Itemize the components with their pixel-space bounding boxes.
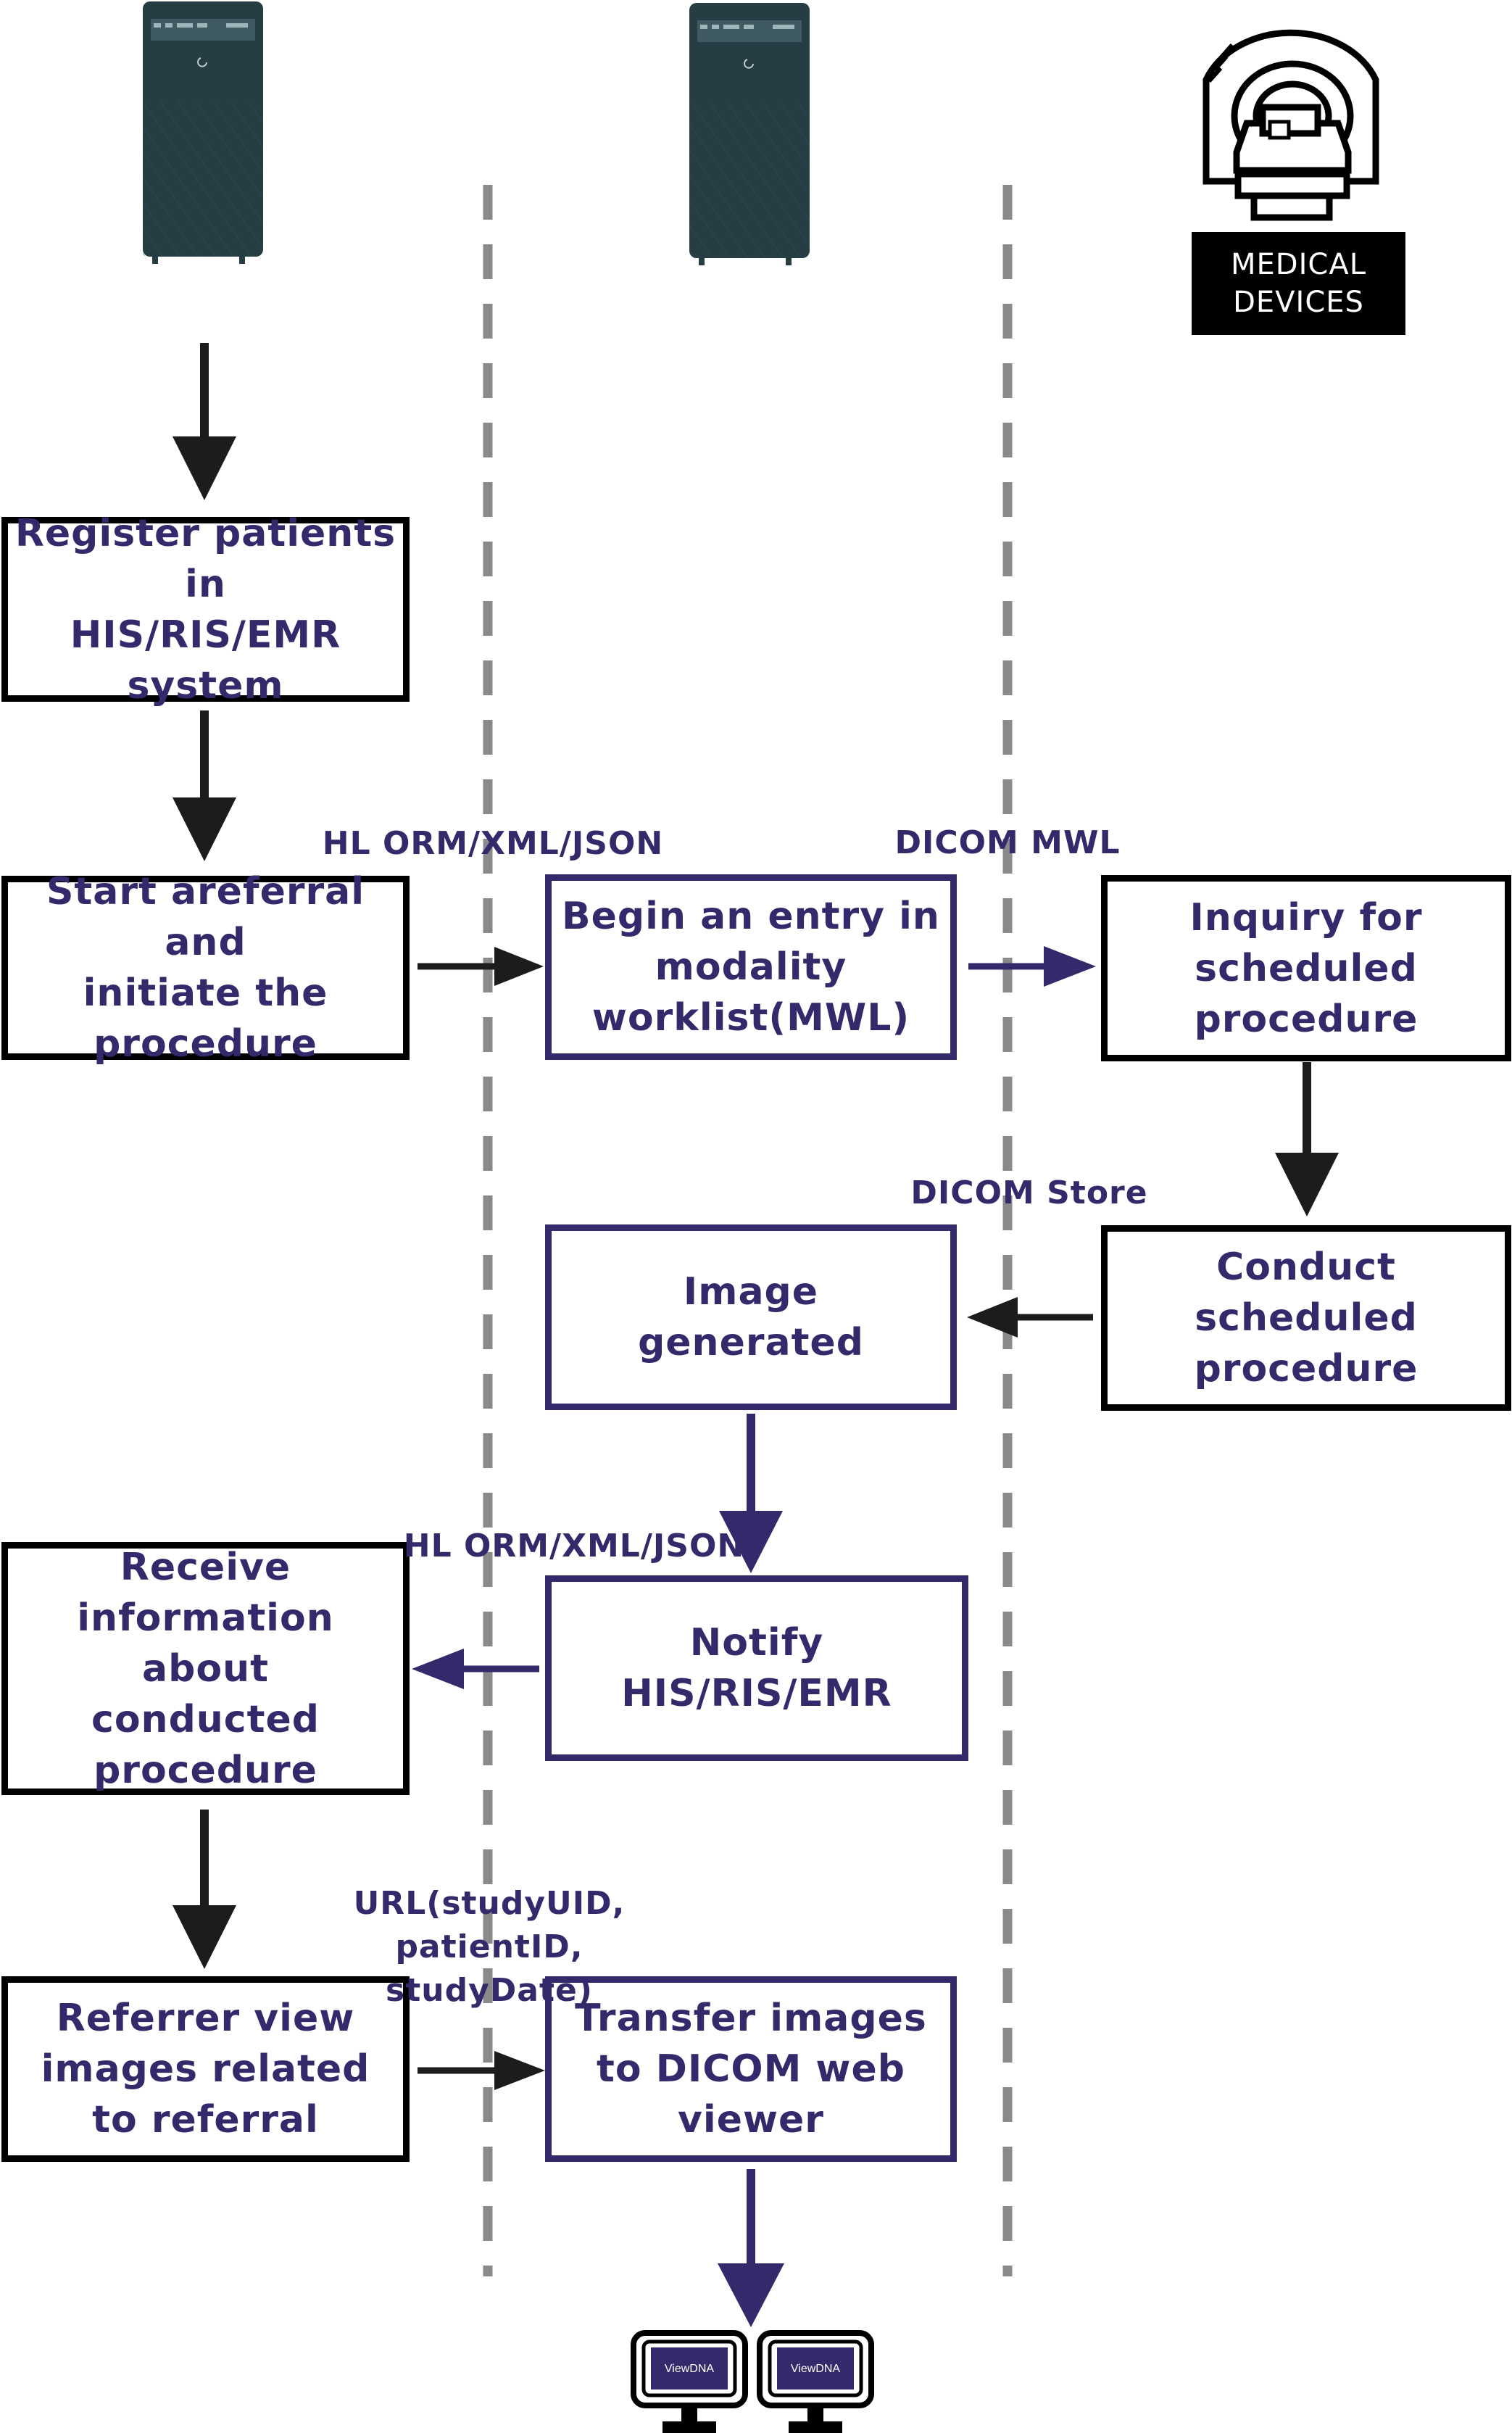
medical-scanner-icon: [1202, 29, 1379, 221]
arrow-image-to-notify: [719, 1414, 783, 1573]
medical-devices-label: MEDICAL DEVICES: [1192, 232, 1405, 335]
viewer-brand-text-1: ViewDNA: [665, 2363, 715, 2375]
url-params-label: URL(studyUID, patientID, studyDate): [353, 1885, 626, 2009]
referrer-view-text: Referrer view images related to referral: [41, 1997, 370, 2142]
arrow-mwl-to-inquiry: [968, 946, 1096, 987]
hl-orm-label-bottom: HL ORM/XML/JSON: [403, 1528, 745, 1564]
arrow-register-to-referral: [173, 710, 236, 861]
viewer-brand-text-2: ViewDNA: [791, 2363, 841, 2375]
start-referral-box: Start areferral and initiate the procedu…: [1, 870, 410, 1066]
transfer-images-box: Transfer images to DICOM web viewer: [545, 1976, 957, 2162]
arrow-referrer-to-transfer: [418, 2051, 545, 2090]
conduct-procedure-text: Conduct scheduled procedure: [1194, 1245, 1418, 1390]
his-server-icon: [143, 1, 263, 264]
image-generated-box: Image generated: [545, 1224, 957, 1410]
arrow-transfer-to-viewer: [718, 2169, 784, 2327]
arrow-referral-to-mwl: [418, 947, 544, 986]
arrow-inquiry-to-conduct: [1275, 1062, 1339, 1216]
arrow-conduct-to-image: [967, 1297, 1093, 1338]
receive-info-text: Receive information about conducted proc…: [77, 1545, 334, 1792]
image-generated-text: Image generated: [638, 1270, 864, 1364]
viewer-monitor-icon-2: ViewDNA: [757, 2330, 874, 2433]
conduct-procedure-box: Conduct scheduled procedure: [1101, 1225, 1511, 1411]
arrow-to-register: [173, 343, 236, 500]
begin-mwl-entry-box: Begin an entry in modality worklist(MWL): [545, 874, 957, 1060]
receive-info-box: Receive information about conducted proc…: [1, 1542, 410, 1795]
referrer-view-box: Referrer view images related to referral: [1, 1976, 410, 2162]
transfer-images-text: Transfer images to DICOM web viewer: [575, 1997, 927, 2142]
arrow-notify-to-receive: [412, 1649, 539, 1689]
dicom-mwl-label: DICOM MWL: [894, 824, 1121, 861]
pacs-server-icon: [689, 3, 810, 265]
arrow-receive-to-referrer: [173, 1810, 236, 1969]
notify-text: Notify HIS/RIS/EMR: [621, 1621, 892, 1715]
begin-mwl-entry-text: Begin an entry in modality worklist(MWL): [562, 895, 940, 1040]
register-patients-text: Register patients in HIS/RIS/EMR system: [14, 511, 396, 708]
notify-box: Notify HIS/RIS/EMR: [545, 1575, 968, 1761]
inquiry-box: Inquiry for scheduled procedure: [1101, 875, 1511, 1061]
viewer-monitor-icon-1: ViewDNA: [631, 2330, 748, 2433]
register-patients-box: Register patients in HIS/RIS/EMR system: [1, 512, 410, 708]
inquiry-text: Inquiry for scheduled procedure: [1189, 895, 1423, 1041]
hl-orm-label-top: HL ORM/XML/JSON: [322, 825, 664, 862]
start-referral-text: Start areferral and initiate the procedu…: [46, 870, 365, 1066]
dicom-store-label: DICOM Store: [910, 1174, 1148, 1211]
